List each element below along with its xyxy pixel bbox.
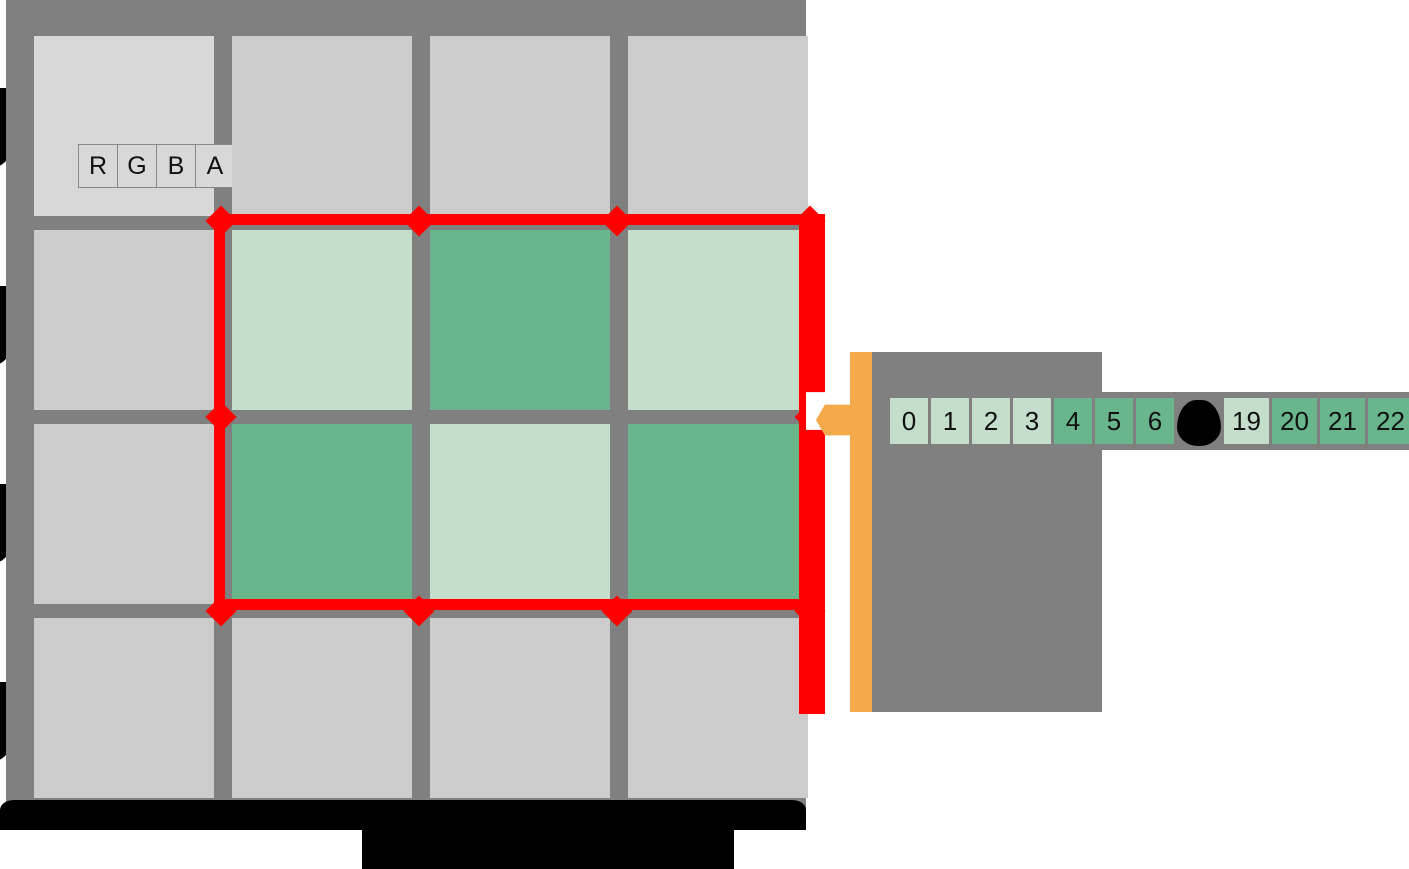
buffer-cell-0[interactable]: 0 — [890, 398, 928, 444]
pixel-cell-0-2[interactable] — [430, 36, 610, 216]
ellipsis-glyph-icon — [1177, 400, 1221, 446]
buffer-cell-4[interactable]: 4 — [1054, 398, 1092, 444]
pixel-cell-0-0[interactable]: R G B A — [34, 36, 235, 216]
buffer-cell-3[interactable]: 3 — [1013, 398, 1051, 444]
buffer-cell-1[interactable]: 1 — [931, 398, 969, 444]
pixel-grid-panel: R G B A — [6, 0, 808, 812]
pixel-cell-1-3[interactable] — [628, 230, 808, 410]
pixel-cell-1-0[interactable] — [34, 230, 214, 410]
channel-label-r: R — [79, 145, 118, 187]
buffer-cell-2[interactable]: 2 — [972, 398, 1010, 444]
pixel-cell-1-1[interactable] — [232, 230, 412, 410]
rgba-channel-boxes: R G B A — [78, 144, 235, 188]
buffer-cell-21[interactable]: 21 — [1320, 398, 1365, 444]
pixel-cell-2-1[interactable] — [232, 424, 412, 604]
clipped-text-bar-bottom-2 — [362, 828, 734, 869]
buffer-cell-5[interactable]: 5 — [1095, 398, 1133, 444]
buffer-cell-6[interactable]: 6 — [1136, 398, 1174, 444]
channel-label-a: A — [206, 152, 224, 180]
pixel-cell-0-1[interactable] — [232, 36, 412, 216]
buffer-ellipsis-gap — [1177, 398, 1221, 446]
buffer-cell-19[interactable]: 19 — [1224, 398, 1269, 444]
channel-label-b: B — [157, 145, 196, 187]
pixel-cell-2-2[interactable] — [430, 424, 610, 604]
pixel-cell-3-2[interactable] — [430, 618, 610, 798]
pixel-cell-3-0[interactable] — [34, 618, 214, 798]
pixel-cell-3-3[interactable] — [628, 618, 808, 798]
channel-label-g: G — [118, 145, 157, 187]
pixel-cell-3-1[interactable] — [232, 618, 412, 798]
buffer-strip: 0 1 2 3 4 5 6 19 20 21 22 23 — [890, 398, 1409, 446]
pixel-cell-2-0[interactable] — [34, 424, 214, 604]
clipped-text-bar-bottom-1 — [0, 800, 806, 830]
buffer-cell-22[interactable]: 22 — [1368, 398, 1409, 444]
selection-outline[interactable] — [214, 214, 810, 610]
pixel-cell-2-3[interactable] — [628, 424, 808, 604]
buffer-cell-20[interactable]: 20 — [1272, 398, 1317, 444]
pixel-cell-0-3[interactable] — [628, 36, 808, 216]
pixel-cell-1-2[interactable] — [430, 230, 610, 410]
